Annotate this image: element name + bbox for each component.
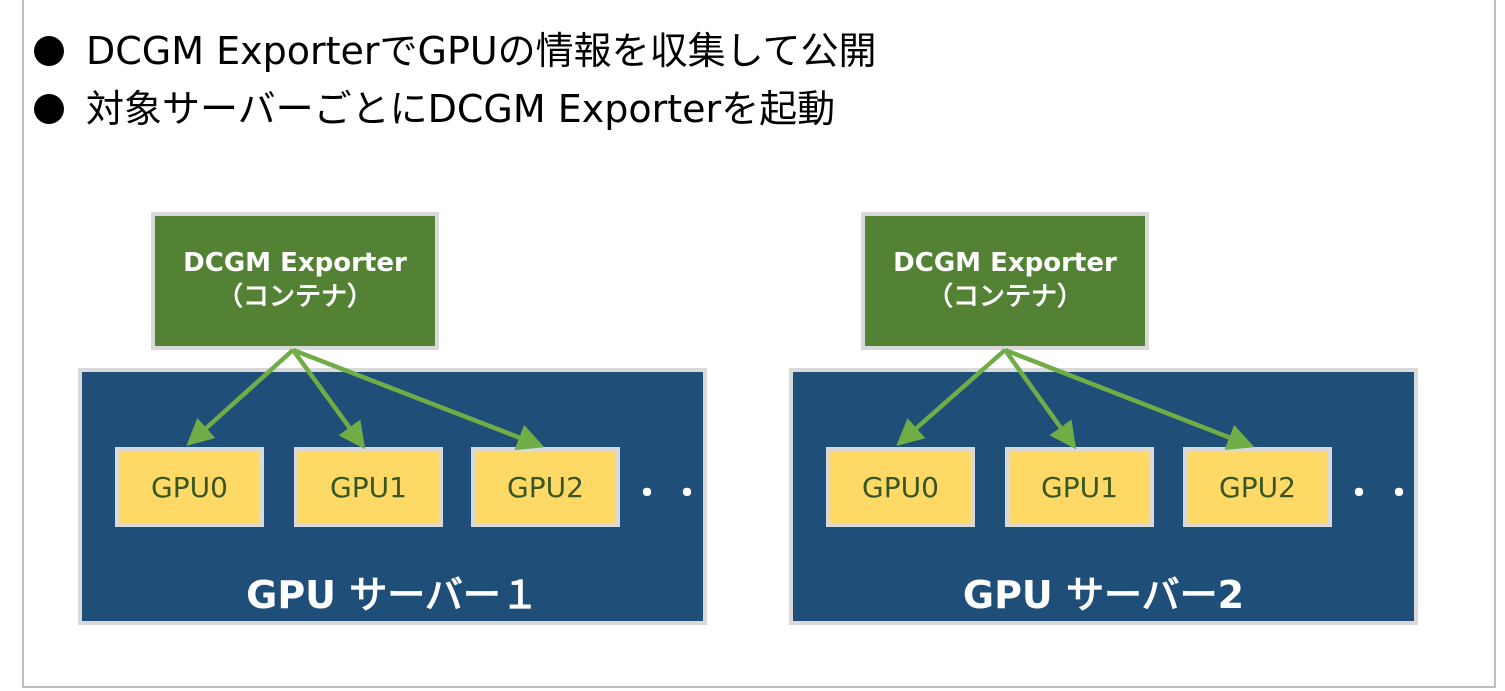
gpu-server-2: GPU0 GPU1 GPU2 ・・・ GPU サーバー2 xyxy=(789,368,1456,625)
exporter-subtitle: （コンテナ） xyxy=(216,282,373,312)
bullet-dot-icon xyxy=(34,94,64,124)
slide-frame xyxy=(22,0,1496,688)
dcgm-exporter-box-1: DCGM Exporter （コンテナ） xyxy=(151,212,439,350)
server-label: GPU サーバー１ xyxy=(246,573,539,617)
arrow-icon xyxy=(896,348,1007,446)
bullet-dot-icon xyxy=(34,36,64,66)
arrow-icon xyxy=(292,347,545,451)
exporter-title: DCGM Exporter xyxy=(893,248,1117,278)
bullet-1: DCGM ExporterでGPUの情報を収集して公開 xyxy=(34,20,877,75)
arrow-icon xyxy=(1003,348,1077,450)
arrow-icon xyxy=(291,348,366,450)
gpu-box: GPU1 xyxy=(294,447,443,527)
exporter-subtitle: （コンテナ） xyxy=(926,282,1083,312)
arrow-icon xyxy=(1004,347,1255,451)
gpu-box: GPU0 xyxy=(115,447,264,527)
bullet-text: DCGM ExporterでGPUの情報を収集して公開 xyxy=(86,29,877,73)
ellipsis: ・・・ xyxy=(630,474,750,514)
gpu-box: GPU1 xyxy=(1005,447,1154,527)
ellipsis: ・・・ xyxy=(1342,474,1462,514)
gpu-box: GPU2 xyxy=(471,447,620,527)
bullet-text: 対象サーバーごとにDCGM Exporterを起動 xyxy=(86,87,836,131)
gpu-box: GPU2 xyxy=(1183,447,1332,527)
gpu-server-1: GPU0 GPU1 GPU2 ・・・ GPU サーバー１ xyxy=(78,368,744,625)
arrow-icon xyxy=(186,348,295,447)
bullet-2: 対象サーバーごとにDCGM Exporterを起動 xyxy=(34,78,835,133)
exporter-title: DCGM Exporter xyxy=(183,248,407,278)
gpu-box: GPU0 xyxy=(826,447,975,527)
server-label: GPU サーバー2 xyxy=(962,573,1245,617)
dcgm-exporter-box-2: DCGM Exporter （コンテナ） xyxy=(861,212,1149,350)
